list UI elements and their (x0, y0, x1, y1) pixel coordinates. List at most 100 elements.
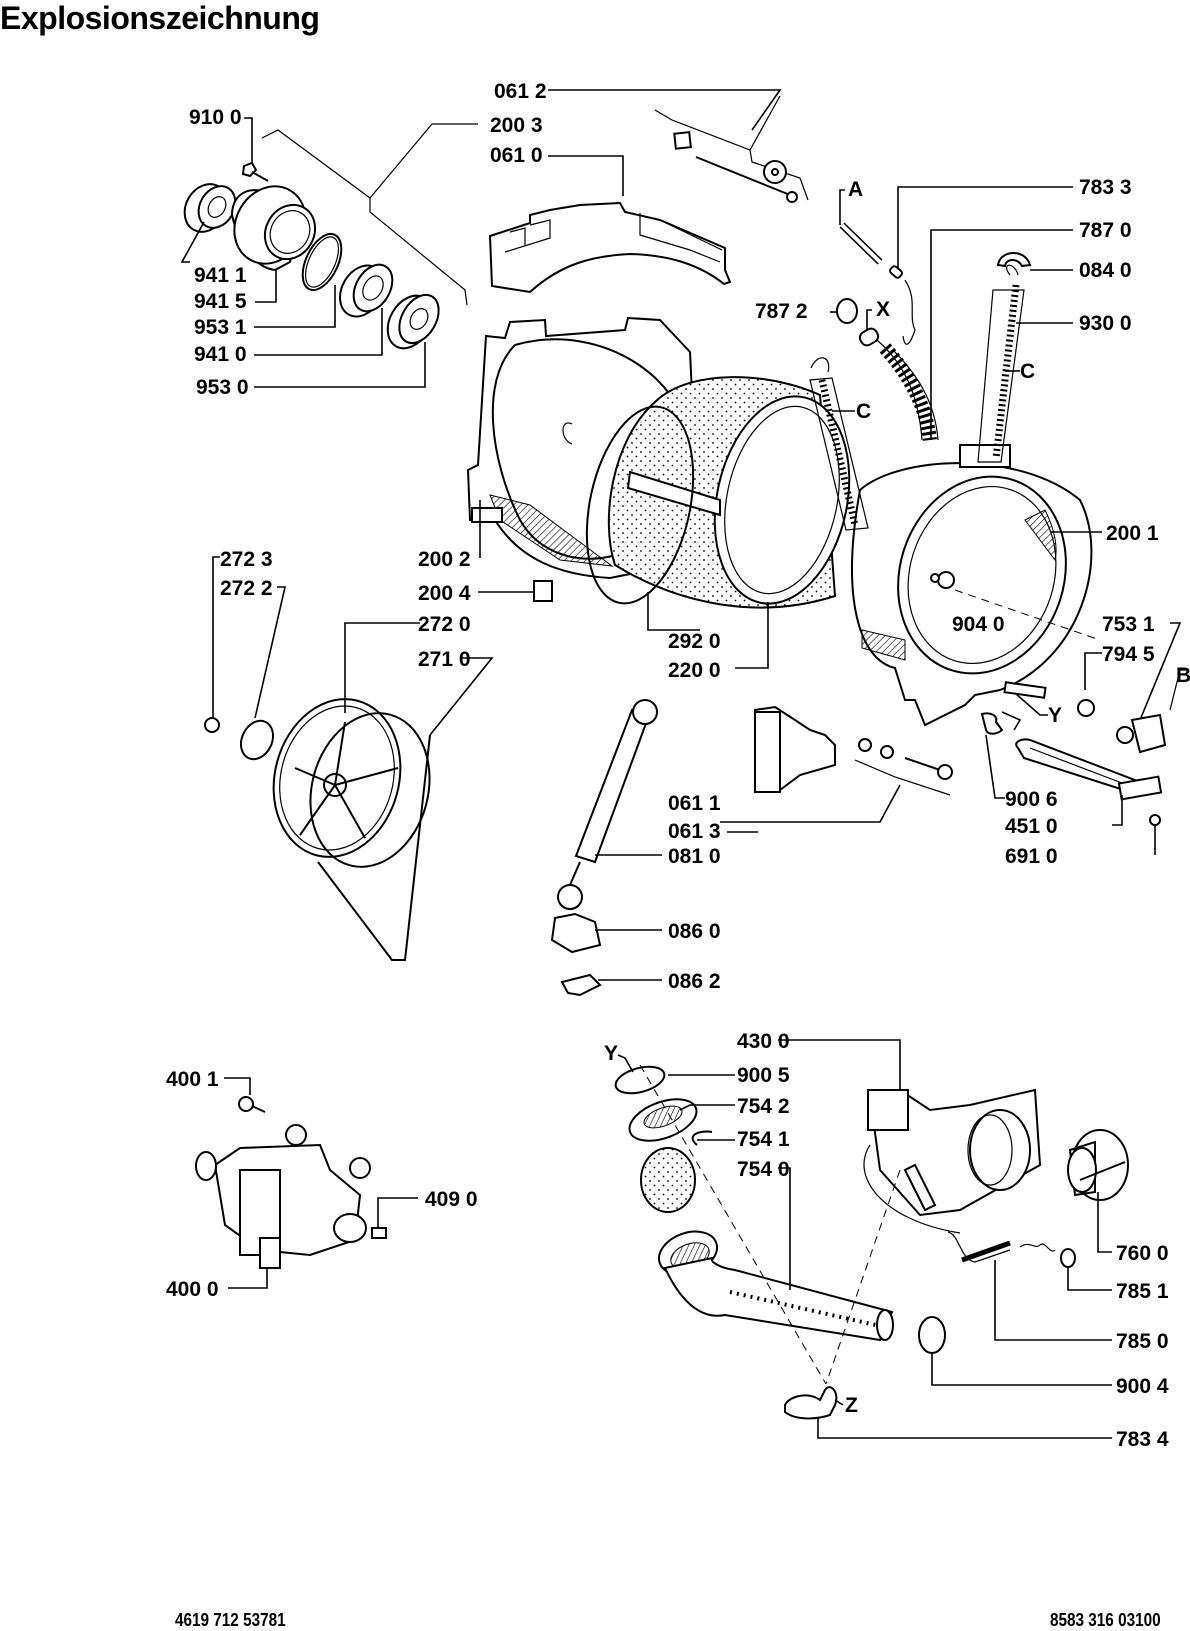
bolt-910-0 (241, 161, 269, 182)
part-label: 785 1 (1116, 1280, 1169, 1303)
part-label: 086 2 (668, 970, 721, 993)
clip-900-6 (980, 712, 1004, 735)
part-label: 754 2 (737, 1095, 790, 1118)
bearing-941-1 (183, 183, 237, 233)
part-label: 900 6 (1005, 788, 1058, 811)
part-label: 084 0 (1079, 259, 1132, 282)
part-label: 783 3 (1079, 176, 1132, 199)
part-label: 081 0 (668, 845, 721, 868)
part-label: 271 0 (418, 648, 471, 671)
motor-400-0 (195, 1124, 371, 1269)
connection-markers: A B C C X Y Y Z (604, 178, 1190, 1417)
seal-953-0 (386, 293, 440, 350)
part-label: 900 4 (1116, 1375, 1169, 1398)
part-label: 930 0 (1079, 312, 1132, 335)
part-label: 754 0 (737, 1158, 790, 1181)
filter-760-0 (1067, 1129, 1129, 1201)
marker-x: X (876, 298, 890, 321)
drum-220-0 (585, 376, 851, 609)
part-label: 787 2 (755, 300, 808, 323)
damper-mount-086-0 (550, 912, 602, 954)
service-number: 8583 316 03100 (1050, 1610, 1161, 1630)
pressure-tube-a (839, 222, 916, 345)
bearing-941-0 (339, 263, 394, 318)
part-label: 783 4 (1116, 1428, 1169, 1451)
bracket-061-1 (753, 705, 836, 794)
part-label: 953 1 (194, 316, 247, 339)
thermostat-753-1 (1116, 669, 1186, 754)
clamp-900-5 (614, 1065, 666, 1095)
part-labels: 910 0 061 2 200 3 061 0 941 1 941 5 953 … (166, 80, 1169, 1451)
marker-y: Y (604, 1042, 618, 1065)
nut-691-0 (1149, 814, 1161, 826)
document-number: 4619 712 53781 (175, 1610, 286, 1630)
part-label: 785 0 (1116, 1330, 1169, 1353)
brush-409-0 (371, 1227, 387, 1239)
pulley-272-0 (272, 698, 431, 868)
counterweight-group (488, 89, 809, 294)
sump-hose-754-0 (657, 1230, 894, 1342)
part-label: 272 2 (220, 577, 273, 600)
marker-c: C (856, 400, 871, 423)
part-label: 430 0 (737, 1030, 790, 1053)
marker-z: Z (845, 1394, 858, 1417)
part-label: 941 1 (194, 264, 247, 287)
part-label: 910 0 (189, 106, 242, 129)
grommet-785-1 (1060, 1248, 1076, 1268)
marker-y: Y (1048, 704, 1062, 727)
marker-a: A (848, 178, 863, 201)
o-ring-953-1 (301, 232, 343, 292)
marker-c: C (1020, 360, 1035, 383)
part-label: 451 0 (1005, 815, 1058, 838)
bracket-084-0 (996, 252, 1032, 268)
part-label: 754 1 (737, 1128, 790, 1151)
part-label: 200 1 (1106, 522, 1159, 545)
part-label: 272 3 (220, 548, 273, 571)
screw-400-1 (238, 1096, 254, 1112)
part-label: 061 2 (494, 80, 547, 103)
damper-clip-086-2 (560, 973, 602, 997)
part-label: 787 0 (1079, 219, 1132, 242)
bearing-housing-941-5 (230, 185, 317, 272)
part-label: 292 0 (668, 630, 721, 653)
part-label: 953 0 (196, 376, 249, 399)
bearing-assembly (180, 117, 478, 388)
part-label-061-3: 061 3 (668, 820, 721, 843)
page-title: Explosionszeichnung (0, 0, 320, 36)
pump-430-0 (863, 1088, 1042, 1234)
plug-794-5 (1077, 699, 1095, 717)
part-label: 760 0 (1116, 1242, 1169, 1265)
wire-785-0 (947, 1231, 1011, 1263)
part-label: 061 0 (490, 144, 543, 167)
part-label: 753 1 (1102, 613, 1155, 636)
spring-c-left (809, 357, 869, 531)
part-label: 941 0 (194, 343, 247, 366)
washer-272-2 (239, 719, 275, 761)
part-label: 061 1 (668, 792, 721, 815)
part-label: 200 3 (490, 114, 543, 137)
heater-451-0 (1015, 738, 1163, 801)
part-label: 794 5 (1102, 643, 1155, 666)
shock-absorber-081-0 (557, 699, 658, 910)
part-label: 272 0 (418, 613, 471, 636)
part-label: 086 0 (668, 920, 721, 943)
part-label: 691 0 (1005, 845, 1058, 868)
part-label: 409 0 (425, 1188, 478, 1211)
part-label: 941 5 (194, 290, 247, 313)
ring-754-2 (628, 1098, 698, 1142)
part-label: 400 1 (166, 1068, 219, 1091)
ball-754-1 (640, 1147, 696, 1213)
marker-b: B (1176, 664, 1190, 687)
spring-930-0 (977, 264, 1025, 463)
hose-787-0 (858, 327, 939, 442)
belt-271-0 (317, 734, 431, 961)
nut-272-3 (204, 717, 220, 733)
part-label: 904 0 (952, 613, 1005, 636)
clip-200-4 (533, 580, 553, 602)
clamp-900-4 (918, 1316, 946, 1354)
part-label: 200 4 (418, 582, 471, 605)
hose-clamp-787-2 (836, 298, 858, 324)
tub-front-200-1 (851, 444, 1101, 727)
part-label: 900 5 (737, 1064, 790, 1087)
